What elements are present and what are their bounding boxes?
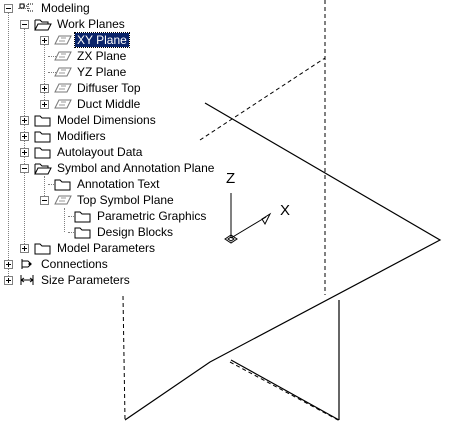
tree-item[interactable]: Design Blocks (60, 224, 175, 240)
tree-item-label[interactable]: Modifiers (57, 129, 106, 143)
modeling-icon (18, 1, 36, 15)
folder-icon (54, 177, 72, 191)
tree-item[interactable]: Annotation Text (40, 176, 162, 192)
folder-icon (34, 129, 52, 143)
ucs-axis-icon (224, 193, 272, 244)
folder-icon (34, 113, 52, 127)
tree-item-label[interactable]: Top Symbol Plane (77, 193, 174, 207)
tree-connector (48, 72, 58, 73)
tree-item-label[interactable]: YZ Plane (77, 65, 127, 79)
size-parameters-icon (18, 273, 36, 287)
tree-item[interactable]: Top Symbol Plane (40, 192, 176, 208)
tree-connector (68, 216, 78, 217)
tree-item-label[interactable]: XY Plane (74, 32, 130, 48)
tree-item-label[interactable]: Annotation Text (77, 177, 160, 191)
expand-plus-icon[interactable] (4, 275, 13, 285)
plane-icon (54, 81, 72, 95)
expand-plus-icon[interactable] (40, 83, 49, 93)
collapse-minus-icon[interactable] (20, 163, 29, 173)
expand-plus-icon[interactable] (40, 99, 49, 109)
tree-item[interactable]: ZX Plane (40, 48, 128, 64)
tree-item-label[interactable]: Design Blocks (97, 225, 174, 239)
tree-item-label[interactable]: Connections (41, 257, 108, 271)
tree-item-label[interactable]: Work Planes (57, 17, 125, 31)
open-folder-icon (34, 17, 52, 31)
folder-icon (34, 241, 52, 255)
plane-icon (54, 193, 72, 207)
tree-item[interactable]: Model Parameters (20, 240, 157, 256)
tree-connector (48, 184, 58, 185)
tree-connector (44, 176, 45, 200)
expand-plus-icon[interactable] (4, 259, 13, 269)
tree-connector (68, 232, 78, 233)
collapse-minus-icon[interactable] (4, 3, 13, 13)
tree-item[interactable]: Autolayout Data (20, 144, 144, 160)
tree-item[interactable]: Duct Middle (40, 96, 142, 112)
tree-item-label[interactable]: Model Parameters (57, 241, 156, 255)
z-axis-label: Z (226, 170, 236, 187)
tree-item[interactable]: Parametric Graphics (60, 208, 208, 224)
dashed-work-plane (122, 0, 339, 421)
tree-item[interactable]: YZ Plane (40, 64, 128, 80)
tree-connector (44, 44, 45, 104)
tree-item-label[interactable]: Size Parameters (41, 273, 130, 287)
open-folder-icon (34, 161, 52, 175)
tree-item[interactable]: Work Planes (20, 16, 127, 32)
plane-icon (54, 49, 72, 63)
collapse-minus-icon[interactable] (20, 19, 29, 29)
tree-item[interactable]: Model Dimensions (20, 112, 158, 128)
tree-item-label[interactable]: Symbol and Annotation Plane (57, 161, 215, 175)
plane-icon (54, 97, 72, 111)
tree-item-label[interactable]: ZX Plane (77, 49, 127, 63)
x-axis-label: X (280, 202, 291, 219)
tree-connector (64, 208, 65, 232)
collapse-minus-icon[interactable] (40, 195, 49, 205)
tree-item-label[interactable]: Autolayout Data (57, 145, 143, 159)
connections-icon (18, 257, 36, 271)
tree-item-label[interactable]: Parametric Graphics (97, 209, 207, 223)
solid-work-plane (124, 102, 442, 421)
tree-item-label[interactable]: Model Dimensions (57, 113, 156, 127)
tree-item[interactable]: Modifiers (20, 128, 108, 144)
folder-icon (34, 145, 52, 159)
tree-item[interactable]: Connections (4, 256, 110, 272)
plane-icon (54, 33, 72, 47)
tree-item[interactable]: Symbol and Annotation Plane (20, 160, 216, 176)
expand-plus-icon[interactable] (20, 131, 29, 141)
tree-item-label[interactable]: Duct Middle (77, 97, 141, 111)
tree-item[interactable]: Size Parameters (4, 272, 132, 288)
folder-icon (74, 225, 92, 239)
expand-plus-icon[interactable] (20, 243, 29, 253)
folder-icon (74, 209, 92, 223)
tree-connector (8, 12, 9, 280)
plane-icon (54, 65, 72, 79)
tree-item-label[interactable]: Diffuser Top (77, 81, 141, 95)
expand-plus-icon[interactable] (20, 115, 29, 125)
tree-item[interactable]: XY Plane (40, 32, 130, 48)
tree-item[interactable]: Modeling (4, 0, 92, 16)
tree-item[interactable]: Diffuser Top (40, 80, 143, 96)
expand-plus-icon[interactable] (20, 147, 29, 157)
expand-plus-icon[interactable] (40, 35, 49, 45)
tree-connector (48, 56, 58, 57)
tree-item-label[interactable]: Modeling (41, 1, 90, 15)
